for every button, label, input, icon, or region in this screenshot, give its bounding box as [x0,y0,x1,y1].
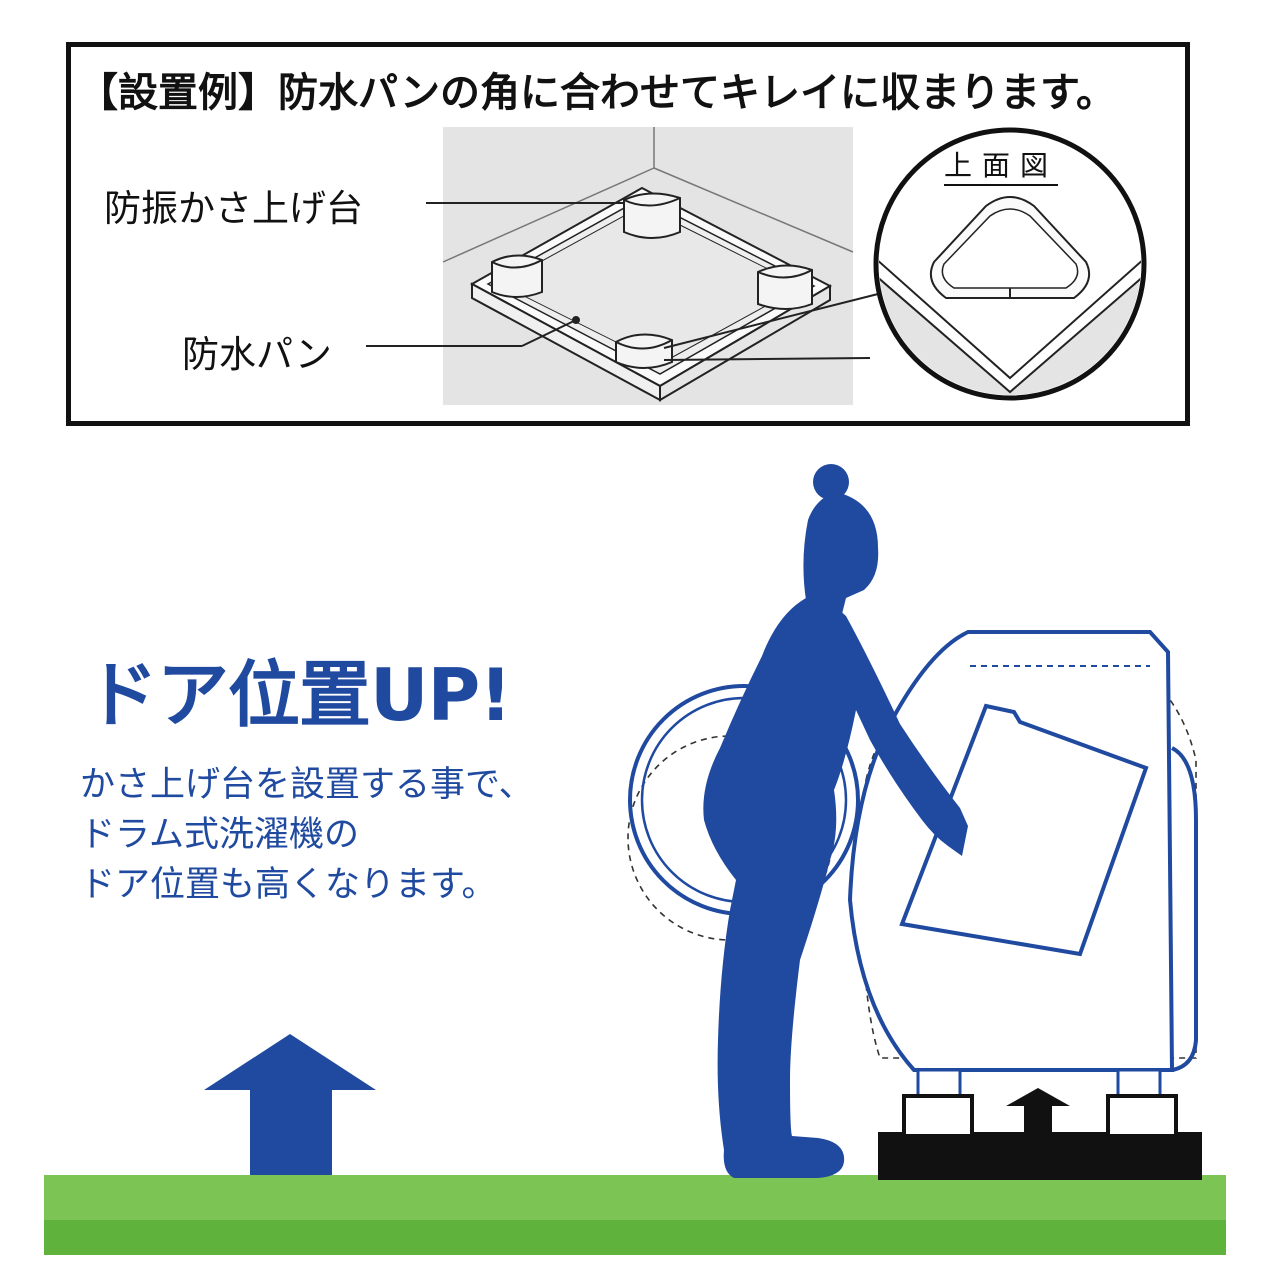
pan-label: 防水パン [182,333,332,376]
woman-silhouette [703,464,968,1178]
promo-description: かさ上げ台を設置する事で、 ドラム式洗濯機の ドア位置も高くなります。 [80,760,534,910]
riser-back [623,192,681,239]
floor [44,1175,1226,1255]
riser-left [491,254,543,298]
top-view-label: 上面図 [944,144,1059,186]
promo-title: ドア位置UP! [86,653,512,737]
promo-line-2: ドラム式洗濯機の [80,815,359,855]
riser-right [757,264,813,310]
washing-machine [627,630,1198,1098]
riser-front [615,333,673,369]
small-up-arrow-icon [1006,1088,1070,1132]
wall-corner [442,127,854,263]
riser-blocks [491,192,813,369]
riser-label: 防振かさ上げ台 [104,187,363,230]
machine-body [628,630,1198,1072]
riser-stand [878,1088,1202,1180]
example-heading: 【設置例】防水パンの角に合わせてキレイに収まります。 [78,70,1116,116]
waterproof-pan [469,186,833,402]
machine-feet [916,1068,1162,1098]
up-arrow-icon [204,1034,376,1175]
promo-line-3: ドア位置も高くなります。 [80,865,497,905]
promo-line-1: かさ上げ台を設置する事で、 [80,765,534,805]
leader-lines [366,202,879,361]
